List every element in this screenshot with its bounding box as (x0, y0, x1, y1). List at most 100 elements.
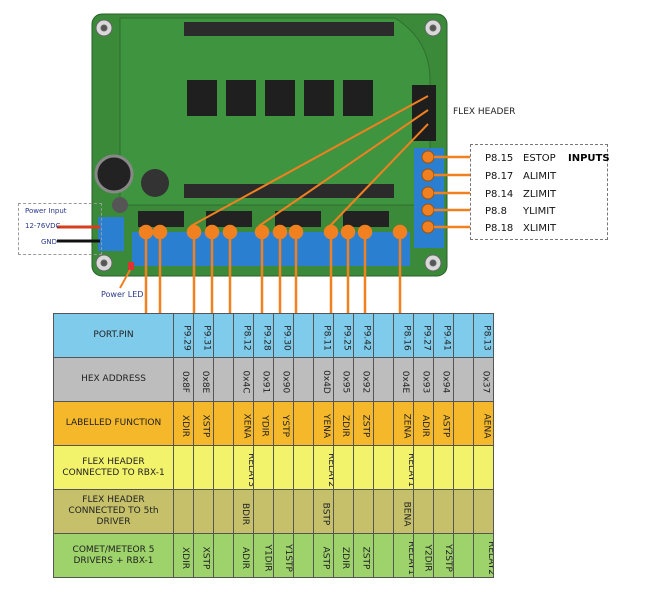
cell-text: P9.41 (441, 324, 452, 351)
table-cell (373, 357, 394, 402)
table-cell: 0x90 (273, 357, 294, 402)
table-cell: ASTP (433, 401, 454, 446)
table-cell (213, 357, 234, 402)
cell-text: XDIR (180, 546, 191, 569)
table-cell: 0x8E (193, 357, 214, 402)
row-header: COMET/METEOR 5 DRIVERS + RBX-1 (53, 533, 174, 578)
cell-text: BDIR (240, 502, 251, 525)
table-cell: XDIR (173, 533, 194, 578)
table-cell: AENA (473, 401, 494, 446)
power-input-title: Power Input (25, 207, 67, 215)
table-cell: P9.25 (333, 313, 354, 358)
table-cell (473, 489, 494, 534)
table-cell: P9.31 (193, 313, 214, 358)
cell-text: 0x95 (340, 370, 351, 393)
table-cell (293, 489, 314, 534)
cell-text: Y2DIR (422, 543, 433, 572)
table-cell (293, 533, 314, 578)
cell-text: 0x94 (440, 370, 451, 393)
cell-text: P8.11 (321, 324, 332, 351)
input-name: ESTOP (523, 153, 556, 164)
cell-text: 0x8F (179, 370, 190, 393)
input-name: ALIMIT (523, 171, 557, 182)
table-cell: P8.16 (393, 313, 414, 358)
cell-text: 0x8E (200, 370, 211, 393)
cell-text: YSTP (280, 414, 291, 437)
inputs-title: INPUTS (568, 153, 610, 164)
table-cell (453, 489, 474, 534)
cell-text: 0x91 (260, 370, 271, 393)
cell-text: ZSTP (360, 546, 371, 569)
table-cell: Y1DIR (253, 533, 274, 578)
table-cell: YDIR (253, 401, 274, 446)
table-cell: XSTP (193, 401, 214, 446)
cell-text: XDIR (180, 414, 191, 437)
table-cell: P9.27 (413, 313, 434, 358)
row-header: FLEX HEADER CONNECTED TO RBX-1 (53, 445, 174, 490)
top-pin-header (184, 22, 394, 36)
cell-text: RELAY3 (245, 452, 254, 487)
input-name: YLIMIT (523, 206, 556, 217)
table-cell (413, 445, 434, 490)
table-cell (293, 357, 314, 402)
table-cell: RELAY1 (393, 445, 414, 490)
cell-text: P9.28 (261, 324, 272, 351)
table-cell (373, 445, 394, 490)
table-cell: YENA (313, 401, 334, 446)
cell-text: ZENA (401, 413, 412, 438)
table-cell: Y2DIR (413, 533, 434, 578)
cell-text: P9.42 (361, 324, 372, 351)
table-cell: XDIR (173, 401, 194, 446)
pin-headers (138, 211, 389, 227)
power-voltage-label: 12-76VDC (25, 222, 61, 230)
table-cell: P9.30 (273, 313, 294, 358)
mounting-holes (95, 19, 442, 272)
table-row: FLEX HEADER CONNECTED TO RBX-1 RELAY3 RELA… (53, 445, 494, 490)
table-cell: P8.12 (233, 313, 254, 358)
table-cell: BDIR (233, 489, 254, 534)
table-cell (193, 445, 214, 490)
table-cell: ZDIR (333, 401, 354, 446)
cell-text: AENA (481, 413, 492, 438)
column-connectors (138, 224, 408, 313)
table-cell: 0x4D (313, 357, 334, 402)
input-pin: P8.18 (485, 223, 514, 234)
table-cell: P9.28 (253, 313, 274, 358)
table-cell: Y2STP (433, 533, 454, 578)
table-cell (253, 489, 274, 534)
table-cell: XENA (233, 401, 254, 446)
table-cell (173, 445, 194, 490)
power-led-leader (119, 269, 131, 289)
cell-text: ZDIR (340, 414, 351, 437)
table-cell (453, 533, 474, 578)
table-cell: RELAY3 (233, 445, 254, 490)
cell-text: XENA (241, 413, 252, 438)
cell-text: 0x4C (240, 369, 251, 394)
cell-text: YENA (321, 413, 332, 438)
table-cell (213, 445, 234, 490)
cell-text: Y2STP (442, 543, 453, 572)
inductor (141, 169, 169, 197)
table-cell (473, 445, 494, 490)
table-cell: ZDIR (333, 533, 354, 578)
table-cell: BENA (393, 489, 414, 534)
table-cell: RELAY2 (313, 445, 334, 490)
row-header: HEX ADDRESS (53, 357, 174, 402)
table-cell: RELAY1 (393, 533, 414, 578)
power-led (128, 262, 134, 270)
bottom-pin-header (184, 184, 394, 198)
flex-header-wires (190, 95, 429, 227)
table-cell (353, 445, 374, 490)
input-pin: P8.14 (485, 189, 514, 200)
cell-text: ADIR (420, 414, 430, 437)
cell-text: 0x4E (400, 370, 411, 393)
table-cell (433, 445, 454, 490)
